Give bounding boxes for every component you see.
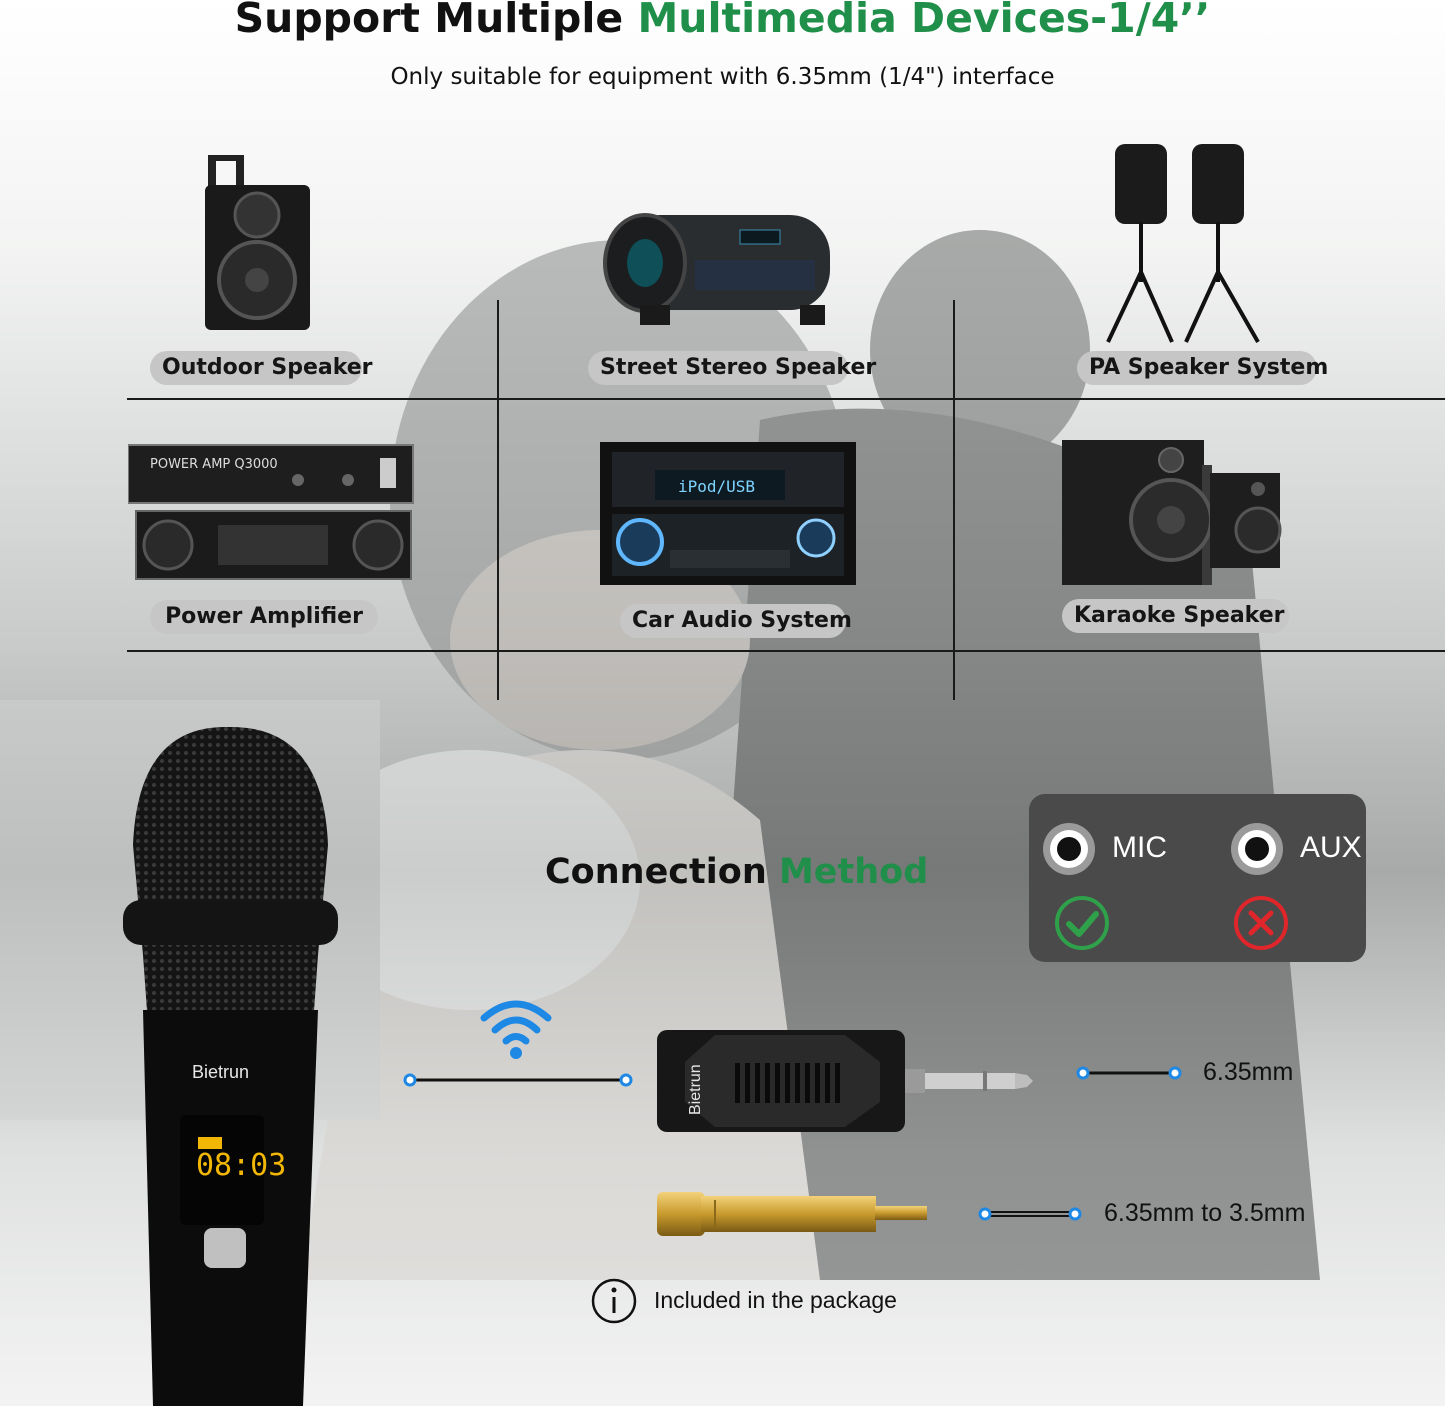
wireless-receiver — [657, 1030, 1033, 1132]
page-title: Support Multiple Multimedia Devices-1/4’… — [234, 0, 1211, 42]
connection-method-title: Connection Method — [545, 852, 929, 892]
svg-text:Bietrun: Bietrun — [687, 1064, 704, 1115]
device-label-karaoke-speaker: Karaoke Speaker — [1062, 599, 1289, 633]
device-label-car-audio-system: Car Audio System — [620, 604, 852, 638]
spec-adapter: 6.35mm to 3.5mm — [1104, 1199, 1306, 1227]
trolley-speaker-icon — [205, 155, 310, 330]
car-stereo-icon: iPod/USB — [600, 442, 856, 585]
spec-receiver-plug: 6.35mm — [1203, 1058, 1294, 1086]
aux-jack-icon — [1231, 823, 1283, 875]
bookshelf-speakers-icon — [1062, 440, 1282, 585]
svg-text:iPod/USB: iPod/USB — [678, 477, 755, 496]
device-label-outdoor-speaker: Outdoor Speaker — [150, 351, 373, 385]
info-icon — [591, 1278, 637, 1324]
adapter-spec-line — [978, 1207, 1082, 1221]
svg-text:POWER AMP Q3000: POWER AMP Q3000 — [150, 457, 278, 472]
grid-divider — [127, 398, 1445, 400]
gold-adapter — [657, 1192, 927, 1236]
check-icon — [1055, 896, 1109, 950]
receiver-brand: Bietrun — [687, 1064, 704, 1115]
pa-speakers-icon — [1106, 144, 1260, 343]
wireless-microphone: 08:03 — [123, 726, 338, 1406]
receiver-spec-line — [1076, 1066, 1182, 1080]
power-amplifier-icon: POWER AMP Q3000 — [128, 444, 414, 580]
grid-divider — [127, 650, 1445, 652]
svg-text:08:03: 08:03 — [196, 1148, 286, 1183]
port-label-mic: MIC — [1112, 831, 1167, 864]
boombox-icon — [603, 213, 830, 325]
grid-divider — [953, 300, 955, 700]
cross-icon — [1234, 896, 1288, 950]
wireless-link-line — [403, 1073, 633, 1087]
mic-jack-icon — [1043, 823, 1095, 875]
port-compatibility-panel: MIC AUX — [1029, 794, 1366, 962]
package-note: Included in the package — [654, 1287, 897, 1313]
page-subtitle: Only suitable for equipment with 6.35mm … — [390, 64, 1055, 90]
port-label-aux: AUX — [1300, 831, 1362, 864]
microphone-brand: Bietrun — [192, 1062, 250, 1082]
device-label-pa-speaker-system: PA Speaker System — [1077, 351, 1328, 385]
device-label-street-stereo-speaker: Street Stereo Speaker — [588, 351, 876, 385]
device-label-power-amplifier: Power Amplifier — [150, 600, 378, 634]
wifi-icon — [480, 1000, 552, 1059]
grid-divider — [497, 300, 499, 700]
